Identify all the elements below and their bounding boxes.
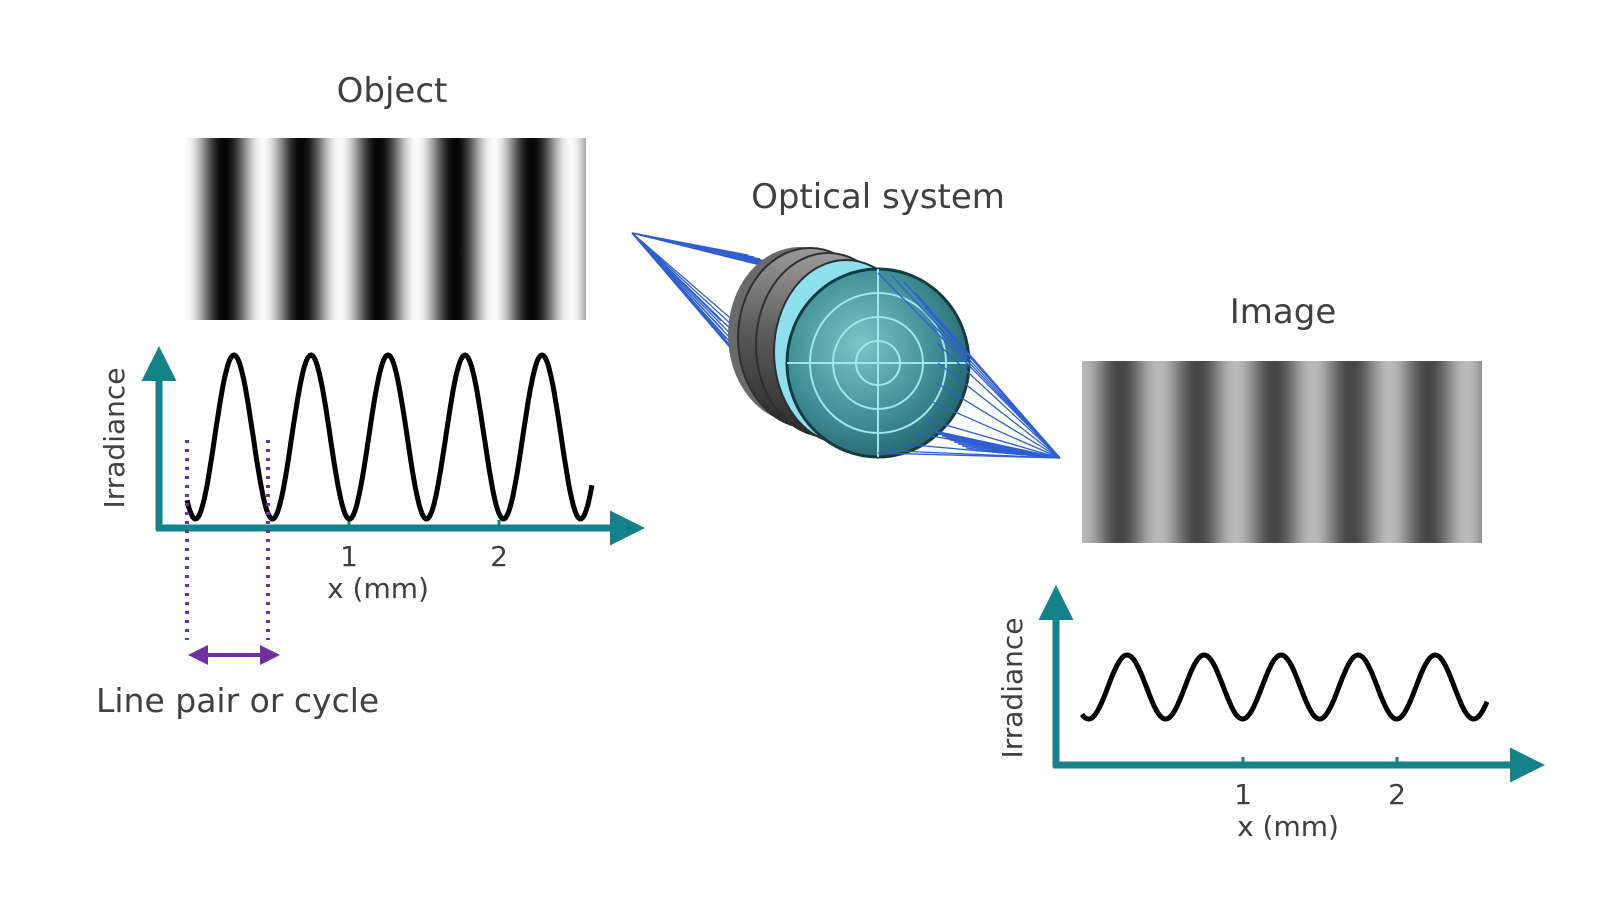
image-y-axis-label: Irradiance [996,617,1029,758]
object-tick-1-label: 1 [340,540,358,573]
optical-system-title: Optical system [751,177,1005,217]
image-tick-1-label: 1 [1234,778,1252,811]
object-y-axis-label: Irradiance [98,367,131,508]
image-plot: 1 2 x (mm) Irradiance [996,585,1545,843]
image-x-axis-label: x (mm) [1237,810,1339,843]
line-pair-label: Line pair or cycle [96,681,379,720]
object-plot: 1 2 x (mm) Irradiance [98,346,645,605]
image-tick-2-label: 2 [1388,778,1406,811]
optical-system [631,232,1061,459]
object-tick-2-label: 2 [490,540,508,573]
rays-right [877,272,1061,459]
object-grating [186,138,586,320]
object-x-axis-label: x (mm) [327,572,429,605]
image-grating [1082,361,1482,543]
image-title: Image [1230,292,1336,332]
image-irradiance-curve [1080,652,1490,722]
object-irradiance-curve [184,352,595,522]
line-pair-bracket: Line pair or cycle [96,440,379,720]
object-title: Object [337,71,448,111]
